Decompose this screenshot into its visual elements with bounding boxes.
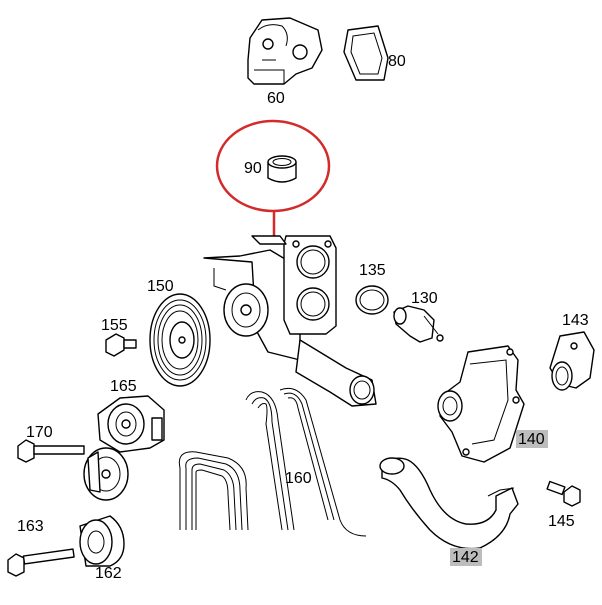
part-150-pulley [149,293,211,387]
part-165-tensioner [97,395,165,453]
part-130-thermostat [393,305,444,343]
part-145-bolt [546,480,581,507]
part-143-connector [549,331,595,391]
water-pump [203,235,377,407]
part-135-ring [355,285,389,315]
label-143: 143 [562,312,589,329]
highlight-142 [450,548,482,566]
label-145: 145 [548,513,575,530]
label-150: 150 [147,278,174,295]
part-163-bolt [7,548,75,577]
label-165: 165 [110,378,137,395]
label-90: 90 [244,160,262,177]
part-162-pulley [79,515,125,567]
part-90-seal [267,155,297,183]
label-160: 160 [285,470,312,487]
idler-pulley [83,447,129,501]
part-140-housing [437,345,525,463]
highlight-140 [516,430,548,448]
callout-circle [215,119,331,244]
part-160-belt [178,387,367,537]
part-80-gasket [343,25,389,81]
label-142: 142 [452,549,479,566]
label-162: 162 [95,565,122,582]
label-163: 163 [17,518,44,535]
part-60-housing [247,17,323,85]
part-170-bolt [17,439,85,463]
label-60: 60 [267,90,285,107]
part-155-bolt [105,333,137,357]
label-135: 135 [359,262,386,279]
label-130: 130 [411,290,438,307]
label-170: 170 [26,424,53,441]
label-155: 155 [101,317,128,334]
part-142-hose [379,457,519,550]
label-80: 80 [388,53,406,70]
label-140: 140 [518,431,545,448]
